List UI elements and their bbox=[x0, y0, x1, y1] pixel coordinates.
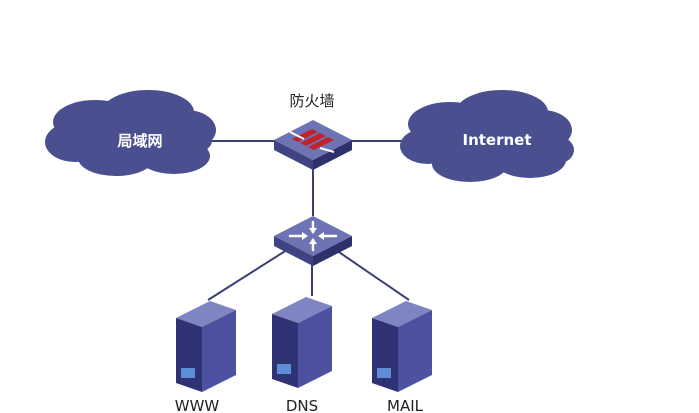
internet-cloud: Internet bbox=[400, 90, 574, 182]
line-switch-mail bbox=[332, 247, 410, 301]
lan-label: 局域网 bbox=[116, 132, 162, 150]
dns-label: DNS bbox=[286, 397, 318, 413]
firewall-device: 防火墙 bbox=[274, 92, 352, 170]
server-icon bbox=[176, 301, 236, 392]
server-icon bbox=[272, 297, 332, 388]
www-server: WWW bbox=[175, 301, 236, 413]
line-switch-www bbox=[207, 247, 291, 301]
internet-label: Internet bbox=[462, 131, 531, 149]
lan-cloud: 局域网 bbox=[45, 90, 216, 176]
cloud-icon bbox=[45, 90, 216, 176]
dns-server: DNS bbox=[272, 297, 332, 413]
mail-server: MAIL bbox=[372, 301, 432, 413]
www-label: WWW bbox=[175, 397, 220, 413]
firewall-icon bbox=[274, 120, 352, 170]
server-icon bbox=[372, 301, 432, 392]
switch-device bbox=[274, 216, 352, 266]
firewall-label: 防火墙 bbox=[289, 92, 334, 110]
mail-label: MAIL bbox=[387, 397, 424, 413]
switch-icon bbox=[274, 216, 352, 266]
cloud-icon bbox=[400, 90, 574, 182]
